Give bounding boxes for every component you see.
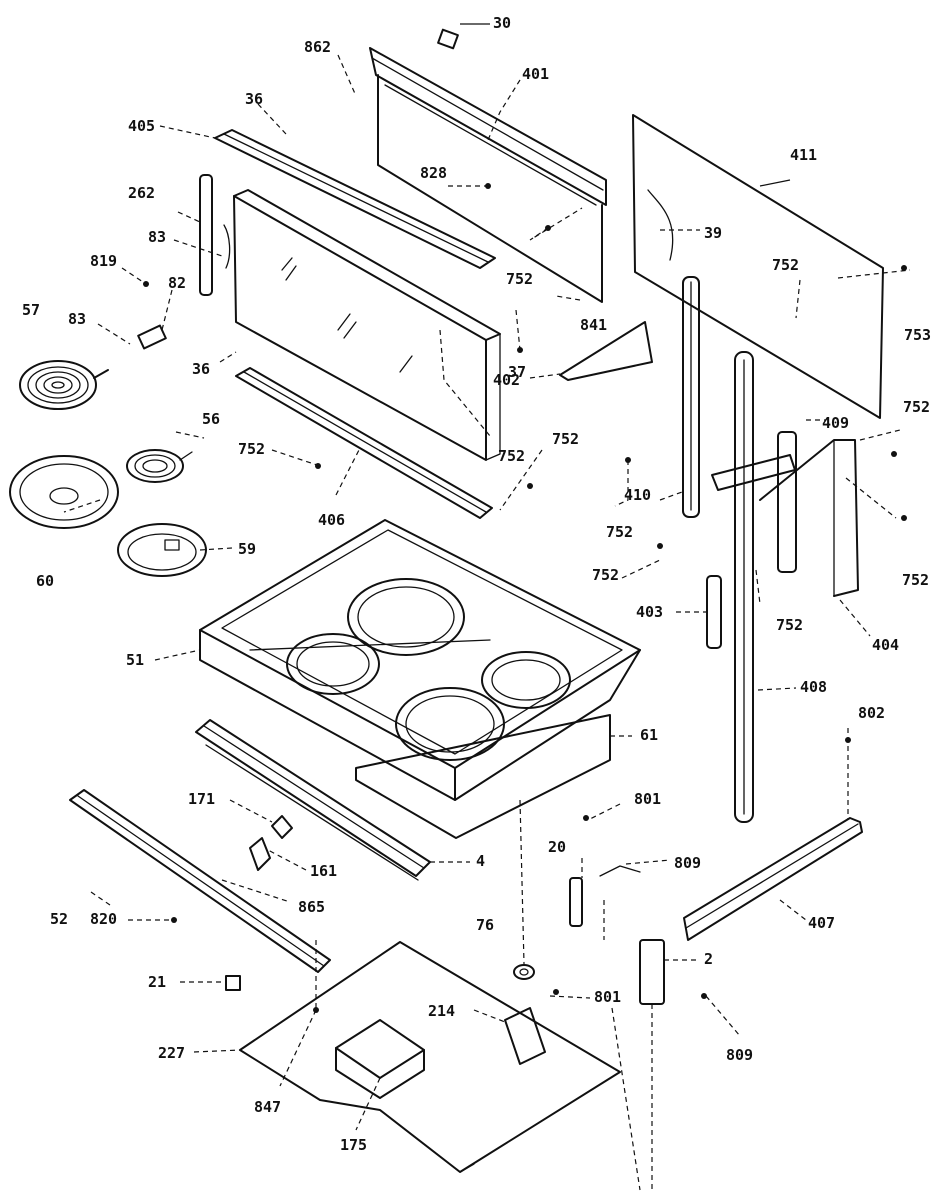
label-752: 752 <box>498 447 525 465</box>
part-410-vertical-bar <box>682 276 700 518</box>
label-4: 4 <box>476 852 485 870</box>
part-36-glass-panel <box>233 189 501 461</box>
label-83: 83 <box>148 228 166 246</box>
label-752: 752 <box>772 256 799 274</box>
label-828: 828 <box>420 164 447 182</box>
part-82-receptacle <box>137 281 167 350</box>
part-411-back-panel <box>632 114 884 419</box>
label-20: 20 <box>548 838 566 856</box>
label-802: 802 <box>858 704 885 722</box>
label-404: 404 <box>872 636 899 654</box>
label-61: 61 <box>640 726 658 744</box>
label-408: 408 <box>800 678 827 696</box>
part-404-panel <box>759 439 859 597</box>
label-36: 36 <box>192 360 210 378</box>
label-51: 51 <box>126 651 144 669</box>
part-406-front-rail <box>235 367 493 519</box>
label-752: 752 <box>592 566 619 584</box>
label-752: 752 <box>903 398 930 416</box>
part-161-switch <box>249 837 271 871</box>
label-411: 411 <box>790 146 817 164</box>
label-752: 752 <box>506 270 533 288</box>
label-809: 809 <box>674 854 701 872</box>
part-56-small-coil <box>126 449 193 483</box>
label-36: 36 <box>245 90 263 108</box>
part-401-rear-trim <box>369 47 607 303</box>
part-408-long-bar <box>734 351 754 823</box>
part-20-bracket <box>569 865 641 927</box>
label-30: 30 <box>493 14 511 32</box>
part-214-bracket <box>504 1007 546 1065</box>
part-60-drip-pan <box>9 455 119 529</box>
label-57: 57 <box>22 301 40 319</box>
label-752: 752 <box>902 571 929 589</box>
label-405: 405 <box>128 117 155 135</box>
label-752: 752 <box>238 440 265 458</box>
screws <box>171 183 907 1013</box>
part-76-bushing <box>513 964 535 980</box>
label-402: 402 <box>493 371 520 389</box>
label-865: 865 <box>298 898 325 916</box>
part-227-base <box>239 941 621 1173</box>
label-59: 59 <box>238 540 256 558</box>
label-83: 83 <box>68 310 86 328</box>
leader-lines <box>63 23 911 1191</box>
label-407: 407 <box>808 914 835 932</box>
label-21: 21 <box>148 973 166 991</box>
label-819: 819 <box>90 252 117 270</box>
part-407-rail <box>683 817 863 941</box>
label-214: 214 <box>428 1002 455 1020</box>
label-752: 752 <box>776 616 803 634</box>
part-52-front-rail <box>69 789 331 973</box>
label-820: 820 <box>90 910 117 928</box>
label-752: 752 <box>552 430 579 448</box>
label-862: 862 <box>304 38 331 56</box>
part-61-lower-pan <box>355 714 611 839</box>
label-82: 82 <box>168 274 186 292</box>
label-752: 752 <box>606 523 633 541</box>
part-30-clip <box>437 28 459 50</box>
label-409: 409 <box>822 414 849 432</box>
label-37: 37 <box>508 363 526 381</box>
label-801: 801 <box>594 988 621 1006</box>
part-59-small-drip-pan <box>117 523 207 577</box>
label-60: 60 <box>36 572 54 590</box>
label-56: 56 <box>202 410 220 428</box>
part-262-bracket <box>199 174 231 296</box>
label-76: 76 <box>476 916 494 934</box>
label-403: 403 <box>636 603 663 621</box>
part-51-cooktop <box>199 519 641 801</box>
part-409-bracket <box>711 431 797 573</box>
part-402-bracket <box>559 321 653 381</box>
label-410: 410 <box>624 486 651 504</box>
label-841: 841 <box>580 316 607 334</box>
part-171-switch <box>271 815 293 839</box>
label-801: 801 <box>634 790 661 808</box>
label-401: 401 <box>522 65 549 83</box>
part-2-bracket <box>639 939 665 1005</box>
label-171: 171 <box>188 790 215 808</box>
label-39: 39 <box>704 224 722 242</box>
label-809: 809 <box>726 1046 753 1064</box>
label-227: 227 <box>158 1044 185 1062</box>
part-labels: 30 862 401 36 405 411 828 262 39 83 819 … <box>22 14 931 1154</box>
part-21-clip <box>225 975 241 991</box>
part-57-coil-element <box>19 360 109 410</box>
part-403-strip <box>706 575 722 649</box>
label-175: 175 <box>340 1136 367 1154</box>
label-2: 2 <box>704 950 713 968</box>
label-161: 161 <box>310 862 337 880</box>
label-847: 847 <box>254 1098 281 1116</box>
label-262: 262 <box>128 184 155 202</box>
label-406: 406 <box>318 511 345 529</box>
label-52: 52 <box>50 910 68 928</box>
part-405-rail <box>214 129 496 269</box>
label-753: 753 <box>904 326 931 344</box>
